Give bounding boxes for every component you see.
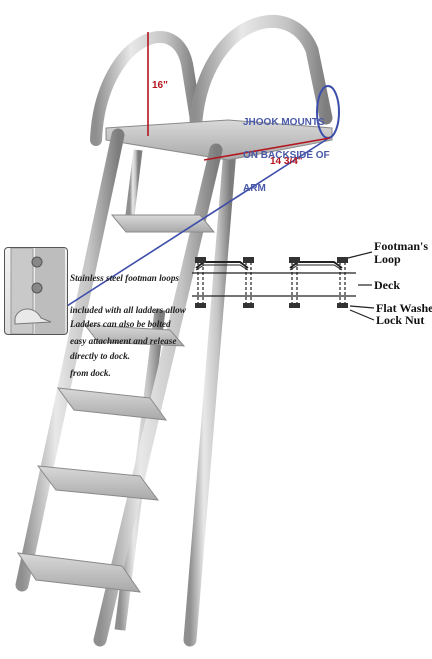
caption-line: easy attachment and release (70, 336, 177, 346)
jhook-note-line: JHOOK MOUNTS (243, 117, 325, 128)
width-dimension-line (203, 137, 331, 161)
deck-label: Deck (374, 278, 400, 292)
footmans-loop-label-line1: Footman's (374, 239, 428, 253)
top-crossbar (105, 119, 333, 161)
jhook-note-line: ARM (243, 183, 266, 194)
caption-line: included with all ladders allow (70, 304, 186, 315)
footmans-loop-label-line2: Loop (374, 252, 401, 266)
caption-line: directly to dock. (70, 350, 130, 361)
height-dimension-label: 16" (152, 80, 168, 91)
width-dimension-label: 14 3/4" (270, 156, 303, 167)
bolt-caption: Ladders can also be bolted directly to d… (70, 298, 171, 372)
left-handrail (90, 31, 202, 146)
caption-line: from dock. (70, 367, 111, 378)
ladder-steps (16, 214, 216, 593)
jhook-note-line: ON BACKSIDE OF (243, 150, 330, 161)
footman-loop-photo-inset (4, 247, 68, 335)
right-handrail (189, 15, 333, 127)
caption-line: Ladders can also be bolted (70, 319, 171, 329)
lock-nut-label: Lock Nut (376, 313, 425, 327)
footman-loop-photo (10, 248, 65, 334)
flat-washer-label: Flat Washer (376, 301, 432, 315)
jhook-note: JHOOK MOUNTS ON BACKSIDE OF ARM (243, 95, 330, 205)
footman-loop-diagram (192, 251, 375, 321)
footman-caption: Stainless steel footman loops included w… (70, 252, 186, 389)
caption-line: Stainless steel footman loops (70, 273, 179, 283)
pointer-line (41, 135, 333, 323)
front-rail (15, 128, 125, 592)
